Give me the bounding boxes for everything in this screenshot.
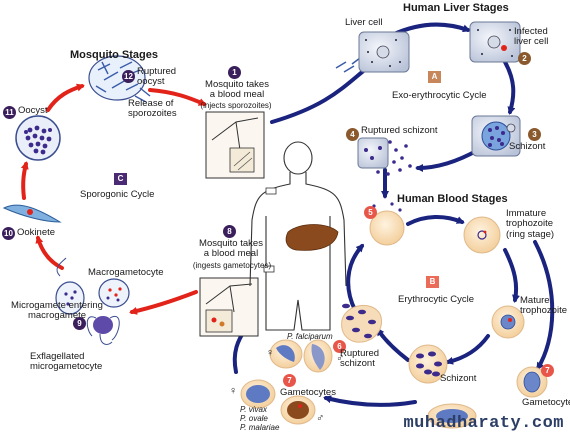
- bite-marker-top: [265, 187, 277, 195]
- mature-trophozoite-rbc-image: [491, 305, 525, 339]
- male-symbol-bottom: ♂: [316, 412, 325, 424]
- liver-organ: [285, 224, 339, 251]
- step-8-badge: 8: [223, 225, 236, 238]
- liver-cell-image: [358, 31, 410, 73]
- female-symbol-bottom: ♀: [229, 385, 238, 397]
- ookinete-label: Ookinete: [17, 227, 56, 238]
- arrow-gamete-to-ookinete: [35, 235, 64, 270]
- liver-stages-heading: Human Liver Stages: [403, 2, 509, 14]
- arrow-bite-to-gamete: [129, 290, 198, 315]
- cycle-c-box: C: [114, 173, 127, 185]
- arrow-gametocyte-to-mosquito: [323, 395, 417, 407]
- ruptured-blood-schizont-image: [341, 303, 382, 343]
- exflagellated-label: Exflagellated microgametocyte: [30, 351, 103, 373]
- cycle-a-box: A: [428, 71, 441, 83]
- mature-trophozoite-label: Mature trophozoite: [520, 295, 568, 317]
- female-symbol-top: ♀: [266, 347, 275, 359]
- ruptured-blood-schizont-label: Ruptured schizont: [340, 348, 380, 370]
- arrow-skin-to-liver: [270, 62, 375, 124]
- step-8-note: (ingests gametocytes): [192, 261, 272, 270]
- ruptured-oocyst-label: Ruptured oocyst: [137, 66, 177, 88]
- ruptured-oocyst-image: [88, 55, 151, 103]
- ruptured-liver-schizont-image: [357, 137, 412, 176]
- liver-schizont-image: [471, 115, 521, 157]
- arrow-infected-to-schizont: [503, 60, 516, 115]
- blood-stages-heading: Human Blood Stages: [397, 193, 508, 205]
- step-1-note: (injects sporozoites): [200, 101, 272, 110]
- step-4-badge: 4: [346, 128, 359, 141]
- oocyst-label: Oocyst: [18, 105, 48, 116]
- skin-panel-bottom: [199, 277, 259, 337]
- male-symbol-top: ♂: [336, 352, 345, 364]
- release-sporozoites-label: Release of sporozoites: [128, 98, 177, 120]
- gametocyte-mosquito-image: [55, 257, 130, 345]
- step-12-badge: 12: [122, 70, 135, 83]
- step-7-badge-right: 7: [541, 364, 554, 377]
- step-1-label: Mosquito takes a blood meal: [205, 79, 269, 101]
- red-arrows: [20, 83, 207, 315]
- gametocyte-rbc-right-image: [516, 366, 548, 398]
- ring-stage-rbc-image: [463, 216, 501, 254]
- gametocyte-rbc-bottom-image: [427, 403, 477, 429]
- step-9-badge: 9: [73, 317, 86, 330]
- step-2-badge: 2: [518, 52, 531, 65]
- step-10-badge: 10: [2, 227, 15, 240]
- sporogonic-cycle-label: Sporogonic Cycle: [80, 189, 155, 200]
- infected-liver-cell-label: Infected liver cell: [514, 26, 549, 48]
- exo-erythrocytic-cycle-label: Exo-erythrocytic Cycle: [392, 90, 487, 101]
- gametocytes-label-right: Gametocytes: [522, 397, 570, 408]
- arrow-blood-to-gametocyte: [533, 240, 555, 371]
- arrow-erythrocytic-return: [346, 243, 364, 312]
- step-6-badge: 6: [333, 340, 346, 353]
- cycle-b-box: B: [426, 276, 439, 288]
- bite-marker-bottom: [263, 265, 275, 273]
- falciparum-gametocytes-image: [269, 339, 333, 373]
- arrow-ring-to-mature: [503, 248, 520, 303]
- liver-cell-label: Liver cell: [345, 17, 383, 28]
- arrow-merozoite-to-ring: [406, 215, 465, 226]
- step-5-badge: 5: [364, 206, 377, 219]
- p-falciparum-label: P. falciparum: [287, 332, 333, 341]
- gametocytes-label-left: Gametocytes: [280, 387, 336, 398]
- sporozoites-image: [335, 57, 361, 73]
- vivax-gametocytes-image: [240, 379, 316, 425]
- blood-schizont-rbc-image: [408, 344, 448, 384]
- liver-schizont-label: Schizont: [509, 141, 546, 152]
- step-7-badge-left: 7: [283, 374, 296, 387]
- skin-panel-top: [205, 111, 265, 179]
- infected-liver-cell-image: [469, 21, 521, 63]
- arrow-schizont-to-rupture: [415, 148, 480, 172]
- immature-trophozoite-label: Immature trophozoite (ring stage): [506, 208, 555, 240]
- macrogametocyte-label: Macrogametocyte: [88, 267, 164, 278]
- ruptured-liver-schizont-label: Ruptured schizont: [361, 125, 438, 136]
- arrow-mature-to-schizont: [445, 334, 490, 365]
- p-ovale-label: P. ovale: [240, 414, 268, 423]
- step-11-badge: 11: [3, 106, 16, 119]
- blood-schizont-label: Schizont: [440, 373, 477, 384]
- ookinete-image: [2, 204, 62, 223]
- p-vivax-label: P. vivax: [240, 405, 267, 414]
- p-malariae-label: P. malariae: [240, 423, 280, 432]
- step-1-badge: 1: [228, 66, 241, 79]
- human-figure: [249, 141, 347, 331]
- watermark: muhadharaty.com: [403, 414, 564, 433]
- microgamete-label: Microgamete entering macrogamete: [11, 300, 103, 322]
- erythrocytic-cycle-label: Erythrocytic Cycle: [398, 294, 475, 305]
- step-3-badge: 3: [528, 128, 541, 141]
- arrow-oocyst-to-rupture: [46, 83, 85, 112]
- step-8-label: Mosquito takes a blood meal: [199, 238, 263, 260]
- arrow-schizont-to-ruptured: [376, 327, 410, 362]
- arrow-rupture-to-bite: [148, 88, 207, 106]
- mosquito-stages-heading: Mosquito Stages: [70, 49, 159, 61]
- oocyst-image: [15, 115, 61, 161]
- arrow-ookinete-to-oocyst: [20, 161, 29, 200]
